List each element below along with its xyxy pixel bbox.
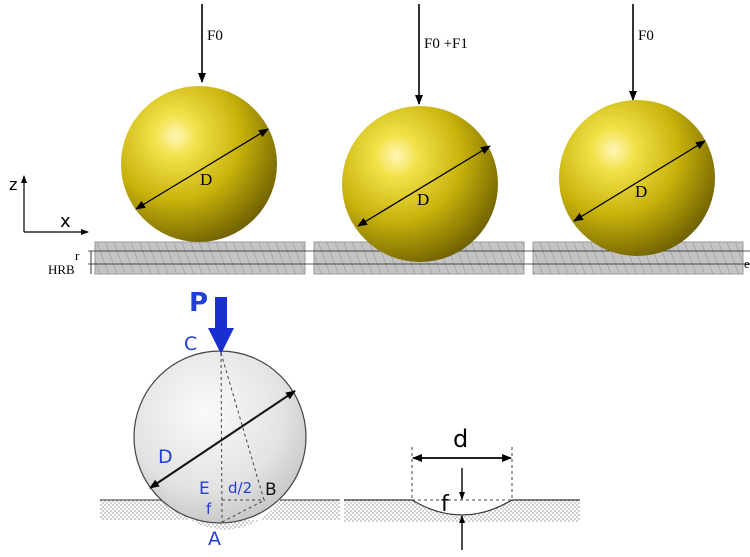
indentation-crater-figure: d f bbox=[344, 425, 580, 550]
load-arrow-shaft bbox=[215, 297, 227, 330]
diameter-arrow-2 bbox=[357, 145, 491, 227]
z-axis-label: z bbox=[9, 175, 17, 194]
point-b-label: B bbox=[265, 480, 277, 500]
r-label: r bbox=[75, 248, 80, 263]
indenter-sphere bbox=[133, 350, 307, 524]
load-arrow-head bbox=[208, 328, 234, 354]
sphere-diameter-arrow bbox=[149, 390, 296, 489]
force-label-3: F0 bbox=[638, 28, 654, 44]
ball-1: F0 D bbox=[121, 4, 277, 242]
ball-3: F0 D bbox=[559, 4, 715, 256]
indent-d-label: d bbox=[453, 425, 468, 453]
crater-profile bbox=[344, 499, 580, 516]
material-with-crater bbox=[344, 500, 580, 522]
material-dotted bbox=[100, 500, 340, 530]
diameter-arrow-3 bbox=[573, 140, 706, 222]
diameter-arrow-1 bbox=[135, 128, 269, 210]
ball-2: F0 +F1 D bbox=[342, 4, 498, 262]
axis-indicator: z x bbox=[9, 175, 89, 235]
ball-sphere-1 bbox=[121, 86, 277, 242]
sphere-indentation-figure: P C D E d/2 B f A bbox=[100, 288, 340, 550]
chord-line-ab bbox=[221, 499, 266, 523]
x-axis-label: x bbox=[60, 211, 71, 232]
load-label-p: P bbox=[189, 288, 208, 318]
depth-f-label: f bbox=[206, 500, 212, 518]
diameter-d-label: D bbox=[158, 446, 173, 468]
indent-f-label: f bbox=[441, 492, 450, 517]
edge-label: e bbox=[744, 256, 750, 271]
ball-sphere-2 bbox=[342, 106, 498, 262]
half-chord-label: d/2 bbox=[228, 479, 252, 497]
top-figure: F0 D F0 +F1 D F0 D z x bbox=[9, 4, 750, 277]
diameter-label-3: D bbox=[635, 182, 647, 201]
point-a-label: A bbox=[208, 528, 221, 550]
point-c-label: C bbox=[184, 333, 197, 355]
force-label-2: F0 +F1 bbox=[424, 36, 468, 52]
point-e-label: E bbox=[199, 479, 210, 499]
hrb-label: HRB bbox=[48, 262, 75, 277]
force-label-1: F0 bbox=[207, 28, 223, 44]
diameter-label-2: D bbox=[417, 190, 429, 209]
ball-sphere-3 bbox=[559, 100, 715, 256]
depth-labels: r HRB e bbox=[48, 248, 750, 277]
diameter-label-1: D bbox=[200, 170, 212, 189]
